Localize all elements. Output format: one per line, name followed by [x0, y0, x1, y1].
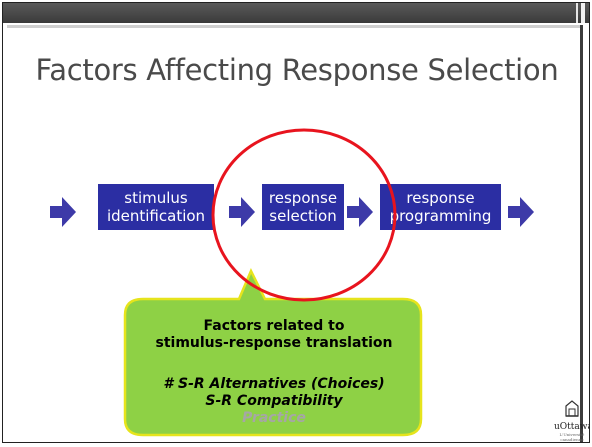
response-programming-box: response programming: [380, 184, 501, 230]
top-bar-accent: [576, 3, 578, 23]
arrow-icon: [50, 197, 76, 227]
box-line: response: [268, 189, 338, 207]
arrow-icon: [508, 197, 534, 227]
callout-graphic: [123, 128, 423, 437]
callout-bubble: [123, 268, 423, 437]
slide-title: Factors Affecting Response Selection: [35, 53, 559, 87]
box-line: programming: [389, 207, 492, 225]
box-line: selection: [269, 207, 337, 225]
logo-name: uOttawa: [554, 422, 590, 432]
logo-tagline: L'Université canadienne Canada's univers…: [559, 432, 585, 442]
top-bar-accent: [581, 3, 585, 23]
callout-heading-line: stimulus-response translation: [155, 335, 393, 351]
response-selection-box: response selection: [262, 184, 344, 230]
arrow-icon: [229, 197, 255, 227]
stimulus-identification-box: stimulus identification: [98, 184, 214, 230]
box-line: response: [406, 189, 475, 207]
flow-arrows: [50, 197, 534, 227]
university-logo: uOttawa L'Université canadienne Canada's…: [554, 400, 590, 442]
slide: Factors Affecting Response Selection sti…: [2, 2, 590, 443]
callout-heading-line: Factors related to: [203, 318, 345, 334]
crest-icon: [565, 400, 579, 417]
box-line: identification: [106, 207, 206, 225]
callout-item: S-R Compatibility: [205, 393, 343, 409]
highlight-circle: [211, 128, 397, 302]
arrow-icon: [347, 197, 373, 227]
top-bar: [3, 3, 589, 23]
callout-item: # S-R Alternatives (Choices): [163, 376, 385, 392]
box-line: stimulus: [124, 189, 188, 207]
right-border: [580, 25, 583, 442]
callout-item: Practice: [242, 410, 306, 426]
header-divider: [7, 25, 581, 28]
